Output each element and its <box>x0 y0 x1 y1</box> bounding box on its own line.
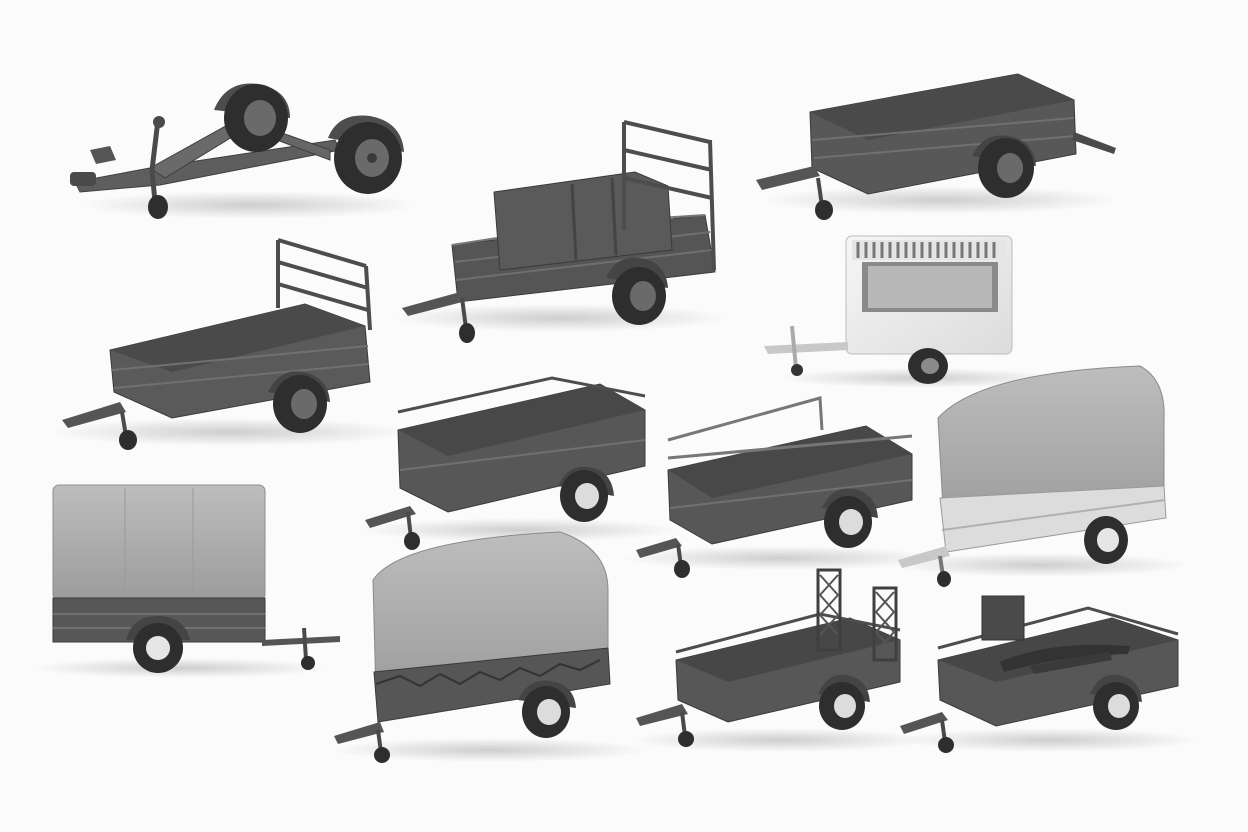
ramp-mesh-left <box>816 568 842 652</box>
trailer-rail-sides-b <box>620 396 940 578</box>
trailer-rail-sides-a <box>360 376 680 550</box>
trailer-box-with-crate <box>390 120 730 343</box>
trailer-mesh-ramps <box>630 568 930 752</box>
trailer-chassis-only <box>70 83 420 219</box>
trailer-high-tarp-side <box>30 484 340 678</box>
trailer-box-with-rack <box>50 238 410 450</box>
trailer-box-tarp <box>330 531 650 763</box>
trailer-galvanized-tarp <box>890 365 1190 587</box>
trailer-with-cargo <box>900 595 1200 753</box>
trailer-food-kiosk <box>764 235 1060 388</box>
ramp-mesh-right <box>872 586 898 662</box>
trailer-tilt-bed <box>756 73 1120 220</box>
